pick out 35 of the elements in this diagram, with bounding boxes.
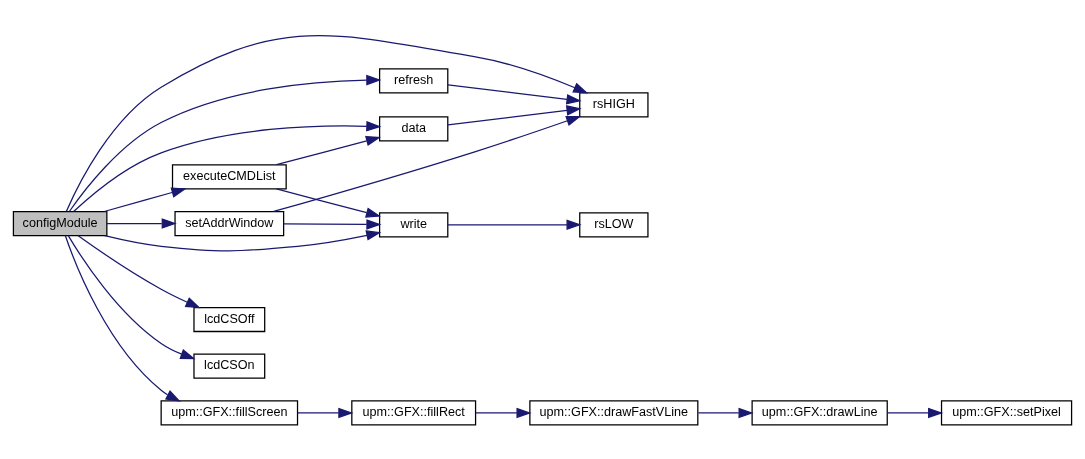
node-box: upm::GFX::fillRect	[351, 399, 477, 426]
node-box: configModule	[12, 210, 108, 236]
arrow	[73, 120, 382, 212]
arrow	[275, 187, 382, 218]
arrow	[68, 74, 382, 212]
node-box: lcdCSOn	[193, 353, 266, 379]
arrow	[447, 219, 582, 230]
arrow	[275, 135, 382, 165]
node-box: rsHIGH	[579, 91, 649, 117]
node-box: lcdCSOff	[193, 306, 266, 332]
arrow	[297, 407, 354, 418]
node-box: upm::GFX::drawLine	[751, 399, 888, 426]
arrow	[64, 234, 181, 402]
arrow	[103, 186, 187, 212]
arrow	[475, 407, 532, 418]
node-box: rsLOW	[579, 211, 649, 237]
node-box: refresh	[379, 67, 449, 93]
node-box: executeCMDList	[171, 163, 287, 189]
arrow	[447, 104, 582, 125]
arrow	[67, 234, 196, 359]
node-box: upm::GFX::setPixel	[940, 399, 1073, 426]
arrow	[273, 115, 582, 212]
arrow	[104, 229, 382, 252]
node-box: write	[379, 211, 449, 237]
arrow	[447, 83, 582, 105]
arrow	[65, 34, 589, 212]
arrow	[77, 234, 201, 308]
node-box: data	[379, 115, 449, 141]
node-box: setAddrWindow	[174, 210, 285, 236]
arrow	[283, 218, 382, 230]
arrow	[697, 407, 754, 418]
node-box: upm::GFX::drawFastVLine	[529, 399, 699, 426]
arrow	[886, 407, 944, 418]
arrow	[106, 217, 177, 229]
node-box: upm::GFX::fillScreen	[160, 399, 299, 426]
